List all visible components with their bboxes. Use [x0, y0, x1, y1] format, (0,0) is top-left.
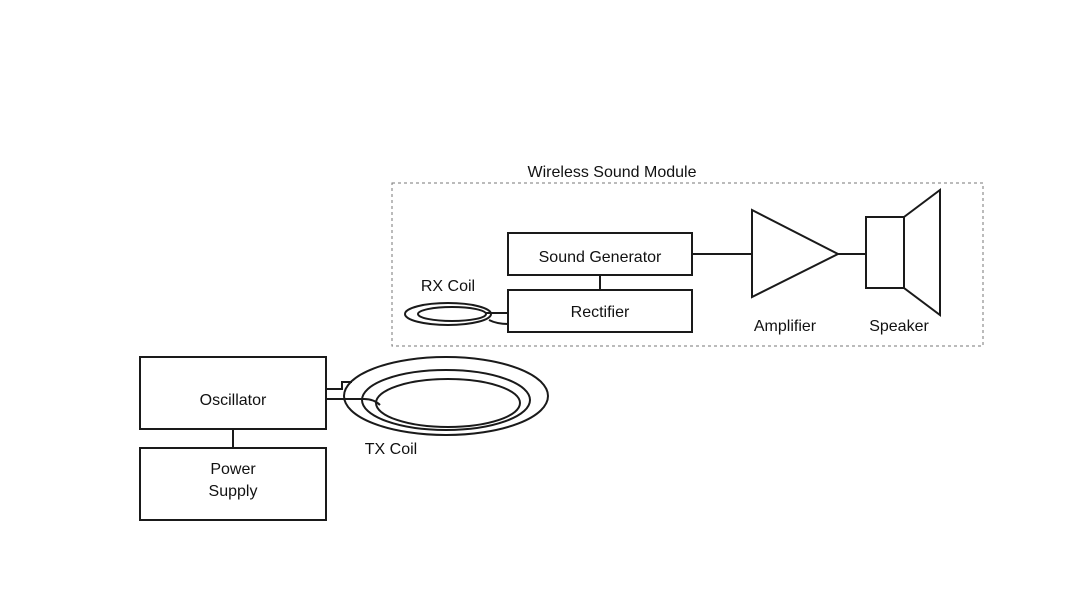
rectifier-label: Rectifier [571, 304, 630, 321]
power-supply-label-line2: Supply [209, 483, 258, 500]
power-supply-label-line1: Power [210, 461, 256, 478]
wireless-sound-module-boundary [391, 182, 984, 347]
oscillator-block: Oscillator [139, 356, 327, 430]
rx-coil [404, 302, 509, 326]
rectifier-block: Rectifier [507, 289, 693, 333]
rx-coil-label: RX Coil [421, 278, 475, 295]
sound-generator-label: Sound Generator [539, 249, 662, 266]
speaker-label: Speaker [869, 318, 929, 335]
speaker-symbol [865, 188, 941, 317]
amplifier-symbol [751, 208, 841, 299]
tx-coil [326, 356, 549, 436]
power-supply-block: Power Supply [139, 447, 327, 521]
oscillator-label: Oscillator [200, 392, 267, 409]
amplifier-label: Amplifier [754, 318, 817, 335]
tx-coil-label: TX Coil [365, 441, 417, 458]
sound-generator-block: Sound Generator [507, 232, 693, 276]
module-title: Wireless Sound Module [528, 164, 697, 181]
